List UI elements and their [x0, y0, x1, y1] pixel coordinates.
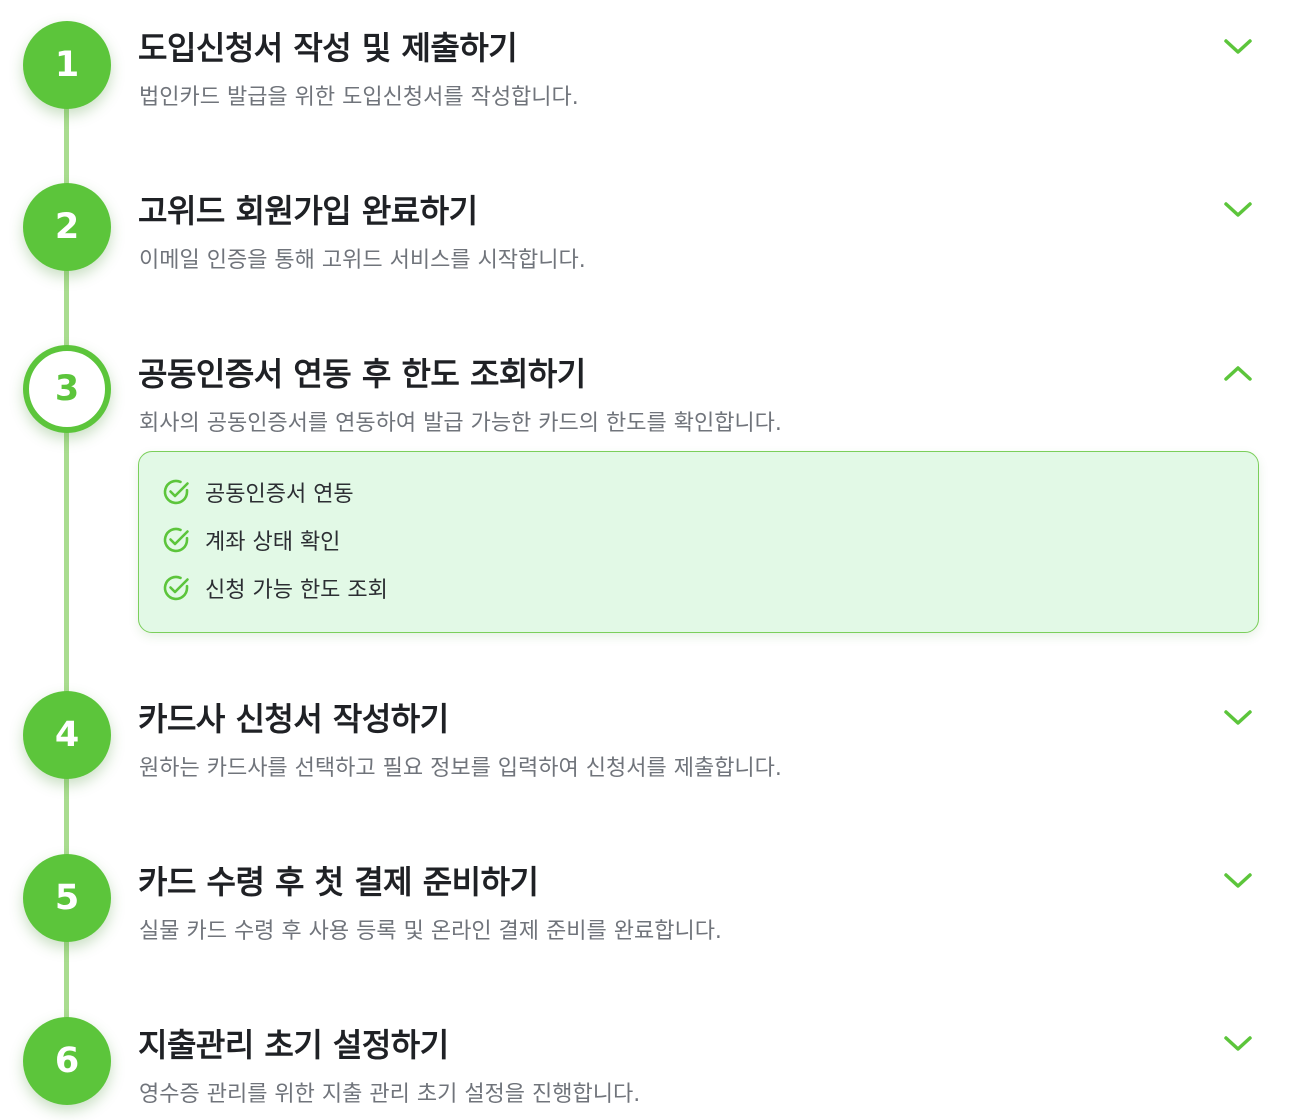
- step-number-badge-active: 3: [23, 345, 111, 433]
- step-title[interactable]: 카드사 신청서 작성하기: [138, 700, 449, 738]
- step-title[interactable]: 도입신청서 작성 및 제출하기: [138, 29, 518, 67]
- check-circle-icon: [161, 477, 191, 507]
- chevron-up-icon[interactable]: [1218, 359, 1258, 387]
- step-description: 영수증 관리를 위한 지출 관리 초기 설정을 진행합니다.: [139, 1082, 641, 1107]
- task-item: 공동인증서 연동: [161, 476, 354, 508]
- step-title[interactable]: 고위드 회원가입 완료하기: [138, 192, 478, 230]
- check-circle-icon: [161, 573, 191, 603]
- chevron-down-icon[interactable]: [1218, 1030, 1258, 1058]
- step-description: 회사의 공동인증서를 연동하여 발급 가능한 카드의 한도를 확인합니다.: [139, 411, 782, 436]
- task-label: 신청 가능 한도 조회: [205, 578, 388, 603]
- step-number-badge: 4: [23, 691, 111, 779]
- chevron-down-icon[interactable]: [1218, 704, 1258, 732]
- step-number-badge: 1: [23, 21, 111, 109]
- chevron-down-icon[interactable]: [1218, 196, 1258, 224]
- task-label: 계좌 상태 확인: [205, 530, 341, 555]
- step-description: 실물 카드 수령 후 사용 등록 및 온라인 결제 준비를 완료합니다.: [139, 919, 722, 944]
- task-item: 신청 가능 한도 조회: [161, 572, 388, 604]
- step-title[interactable]: 지출관리 초기 설정하기: [138, 1026, 449, 1064]
- step-number-badge: 5: [23, 854, 111, 942]
- step-number-badge: 2: [23, 183, 111, 271]
- step-title[interactable]: 공동인증서 연동 후 한도 조회하기: [138, 355, 586, 393]
- step-title[interactable]: 카드 수령 후 첫 결제 준비하기: [138, 863, 539, 901]
- chevron-down-icon[interactable]: [1218, 867, 1258, 895]
- step-description: 이메일 인증을 통해 고위드 서비스를 시작합니다.: [139, 248, 586, 273]
- step-description: 법인카드 발급을 위한 도입신청서를 작성합니다.: [139, 85, 579, 110]
- task-label: 공동인증서 연동: [205, 482, 354, 507]
- step-detail-panel: 공동인증서 연동 계좌 상태 확인 신청 가능 한도 조회: [138, 451, 1259, 633]
- task-item: 계좌 상태 확인: [161, 524, 340, 556]
- stepper-track-line: [64, 64, 69, 1064]
- step-description: 원하는 카드사를 선택하고 필요 정보를 입력하여 신청서를 제출합니다.: [139, 756, 782, 781]
- check-circle-icon: [161, 525, 191, 555]
- step-number-badge: 6: [23, 1017, 111, 1105]
- chevron-down-icon[interactable]: [1218, 33, 1258, 61]
